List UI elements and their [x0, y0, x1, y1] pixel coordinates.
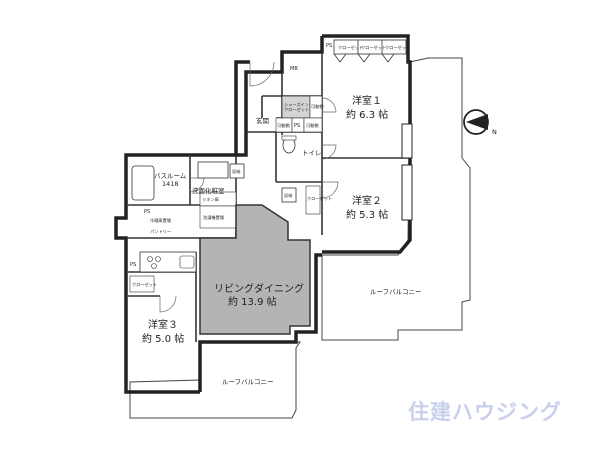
- window-western2: [401, 164, 413, 221]
- mb-label: MB: [290, 66, 298, 72]
- closets-top: [333, 39, 407, 63]
- ps-left-label: PS: [144, 209, 150, 215]
- window-western1: [401, 123, 413, 159]
- storage-shelf-b: [303, 117, 323, 133]
- ps-kitchen-label: PS: [130, 262, 136, 268]
- closet-label-c: クローゼット: [385, 44, 410, 51]
- fridge-label: 冷蔵庫置場: [150, 217, 172, 224]
- washer-label: 洗濯機置場: [203, 214, 225, 221]
- room-western2-size: 約 5.3 帖: [346, 208, 388, 221]
- room-toilet: トイレ: [302, 149, 322, 157]
- storage-label-3: 可動棚: [306, 122, 319, 129]
- storage-label-1: 可動棚: [311, 103, 324, 110]
- closet-label-a: クローゼット: [338, 44, 363, 51]
- ps-mid-label: PS: [294, 123, 300, 129]
- roof-balcony-right-label: ルーフバルコニー: [370, 288, 421, 296]
- linen-label: リネン庫: [202, 196, 219, 203]
- room-western1-name: 洋室１: [352, 94, 382, 107]
- room-living-size: 約 13.9 帖: [228, 295, 277, 308]
- room-entrance: 玄関: [256, 116, 269, 125]
- room-western2-name: 洋室２: [352, 194, 382, 207]
- room-western3-name: 洋室３: [148, 318, 178, 331]
- room-bathroom-size: 1418: [162, 180, 179, 188]
- room-western3-size: 約 5.0 帖: [142, 332, 184, 345]
- roof-balcony-bottom-label: ルーフバルコニー: [222, 378, 273, 386]
- receiver-box-2: [281, 187, 297, 203]
- ps-top-label: PS: [326, 43, 332, 49]
- receiver-box-1: [229, 163, 245, 179]
- compass-label: N: [492, 128, 497, 136]
- shoe-closet-label: シューズインクローゼット: [284, 101, 309, 113]
- room-bathroom-name: バスルーム: [154, 172, 187, 180]
- roof-balcony-bottom-area: [129, 341, 301, 419]
- exterior-walls: [114, 34, 412, 394]
- receiver-label-1: 収納: [232, 168, 240, 175]
- closet-western2: [305, 185, 321, 215]
- wash-basin-icon: [197, 161, 229, 179]
- compass-icon: N: [463, 109, 497, 136]
- toilet-tank-icon: [281, 135, 297, 141]
- receiver-label-2: 収納: [284, 192, 292, 199]
- company-logo: 住建ハウジング: [408, 400, 562, 424]
- bathtub-icon: [131, 165, 155, 201]
- storage-label-2: 可動棚: [277, 122, 290, 129]
- room-western1-size: 約 6.3 帖: [346, 108, 388, 121]
- room-washroom: 洗面化粧室: [192, 186, 225, 195]
- roof-balcony-right-area: [321, 57, 471, 341]
- closet-label-b: クローゼット: [361, 44, 386, 51]
- pantry-label: パントリー: [150, 229, 171, 234]
- closet-western3: [129, 275, 155, 293]
- living-dining-area: [199, 204, 311, 335]
- closet-w2-label: クローゼット: [307, 195, 332, 202]
- sink-icon: [179, 255, 195, 269]
- stove-icon: [147, 256, 161, 269]
- room-living-name: リビングダイニング: [214, 282, 304, 295]
- closet-w3-label: クローゼット: [132, 281, 157, 288]
